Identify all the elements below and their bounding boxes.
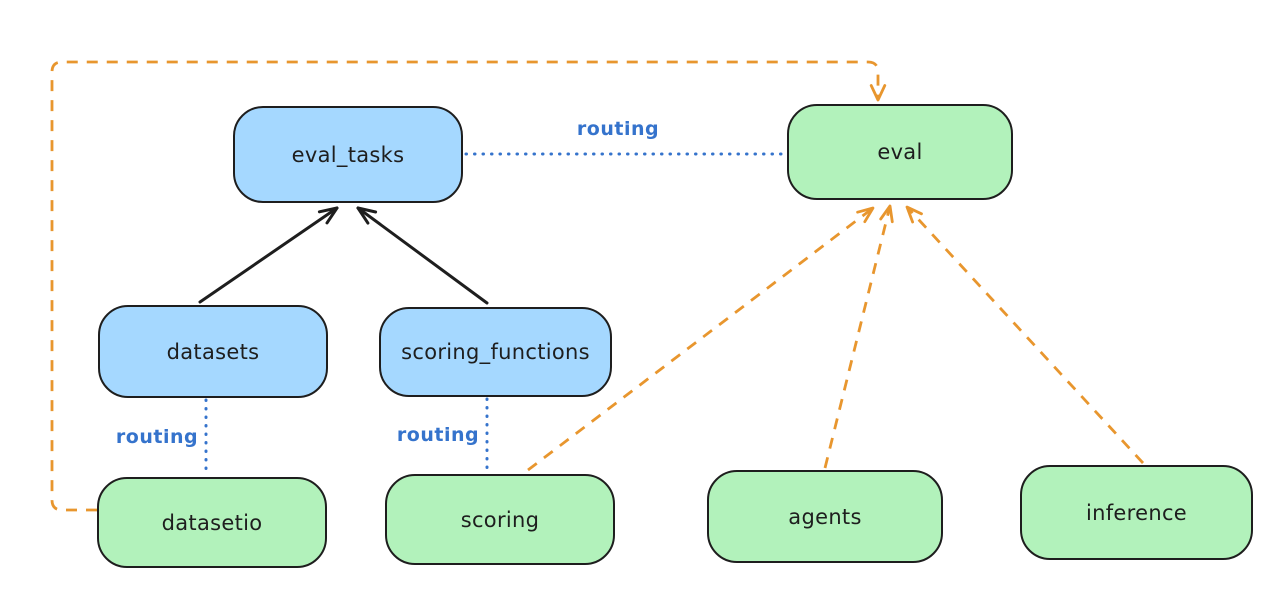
edge-datasets-to-eval-tasks-arrowhead (317, 206, 339, 225)
edge-agents-to-eval-arrowhead (879, 204, 894, 224)
edge-inference-to-eval-arrowhead (905, 205, 923, 224)
edge-datasetio-to-eval-arrowhead (869, 84, 887, 102)
node-scoring: scoring (385, 474, 615, 565)
edge-scoring-functions-to-eval-tasks (356, 206, 489, 305)
edge-datasetio-to-eval (50, 60, 880, 512)
edge-label-routing-top: routing (576, 118, 660, 140)
node-datasetio: datasetio (97, 477, 327, 568)
edge-datasets-to-eval-tasks (198, 206, 339, 304)
node-datasets: datasets (98, 305, 328, 398)
node-eval: eval (787, 104, 1013, 200)
edge-agents-to-eval (823, 205, 892, 469)
edge-scoring-to-eval-arrowhead (856, 206, 875, 224)
node-inference: inference (1020, 465, 1253, 560)
edge-scoring-to-eval (527, 206, 874, 472)
node-agents: agents (707, 470, 943, 563)
edge-label-routing-mid: routing (396, 424, 480, 446)
node-eval-tasks: eval_tasks (233, 106, 463, 203)
edge-inference-to-eval (905, 206, 1145, 464)
node-scoring-functions: scoring_functions (379, 307, 612, 397)
edge-label-routing-left: routing (115, 426, 199, 448)
edge-scoring-functions-to-eval-tasks-arrowhead (356, 206, 378, 225)
